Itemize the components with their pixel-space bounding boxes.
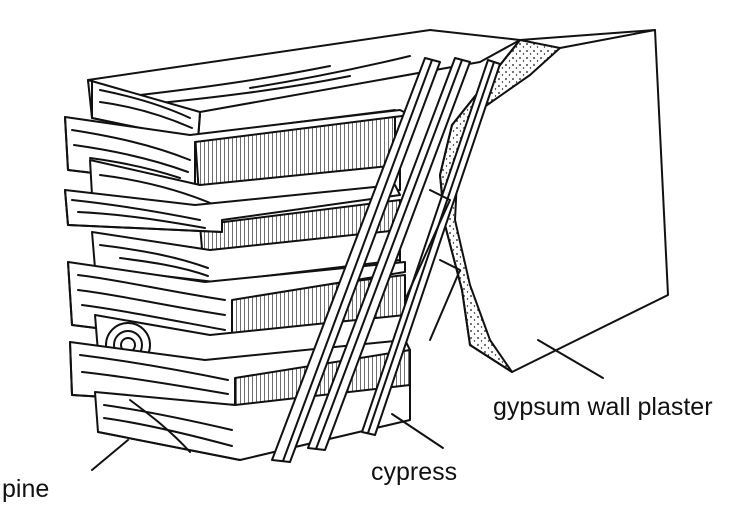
cypress-laths — [271, 57, 501, 463]
leader-line-cypress — [391, 413, 444, 449]
label-gypsum-wall-plaster: gypsum wall plaster — [493, 393, 713, 421]
label-pine: pine — [2, 475, 50, 503]
label-cypress: cypress — [371, 458, 458, 486]
plaster-block — [439, 29, 669, 373]
leader-line-gypsum — [537, 339, 604, 379]
pine-boards — [64, 79, 411, 461]
leader-line-pine — [91, 439, 129, 471]
